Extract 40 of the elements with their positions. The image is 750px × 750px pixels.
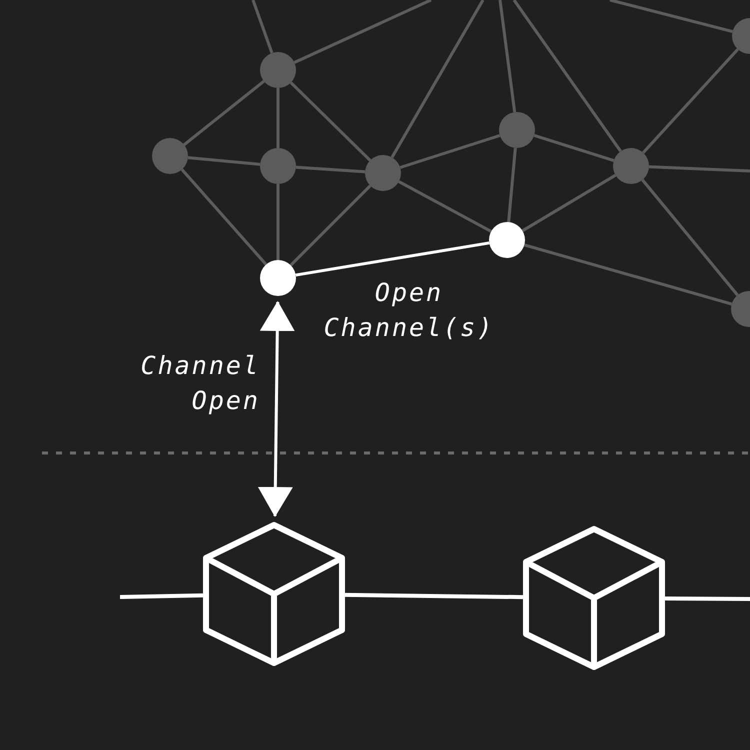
link-line — [524, 244, 732, 306]
link-line — [398, 180, 492, 233]
link-line — [294, 0, 432, 64]
link-line — [188, 156, 260, 166]
network-node — [489, 222, 525, 258]
link-line — [522, 174, 616, 232]
link-line — [296, 166, 366, 174]
network-node — [732, 18, 750, 54]
network-node — [152, 138, 188, 174]
link-line — [183, 80, 265, 146]
link-line — [120, 593, 204, 599]
link-line — [180, 168, 268, 266]
network-node — [499, 112, 535, 148]
link-line — [642, 48, 739, 154]
link-line — [512, 0, 622, 152]
link-line — [290, 184, 372, 266]
link-line — [276, 88, 280, 148]
link-line — [610, 0, 733, 33]
network-node — [731, 291, 750, 327]
network-node — [365, 155, 401, 191]
cube-block — [203, 522, 345, 666]
network-node — [260, 148, 296, 184]
double-arrow — [258, 301, 295, 517]
link-line — [498, 0, 516, 112]
network-node — [260, 260, 296, 296]
link-line — [290, 82, 372, 162]
link-line — [534, 134, 614, 162]
link-line — [664, 596, 750, 601]
link-line — [296, 241, 490, 277]
link-line — [276, 184, 280, 260]
link-line — [252, 0, 274, 54]
link-line — [390, 0, 484, 158]
network-node — [613, 148, 649, 184]
link-line — [507, 148, 517, 222]
link-line — [641, 178, 739, 296]
cube-block — [523, 526, 665, 670]
network-node — [260, 52, 296, 88]
link-line — [648, 165, 750, 172]
link-line — [400, 134, 500, 169]
link-line — [344, 592, 524, 600]
